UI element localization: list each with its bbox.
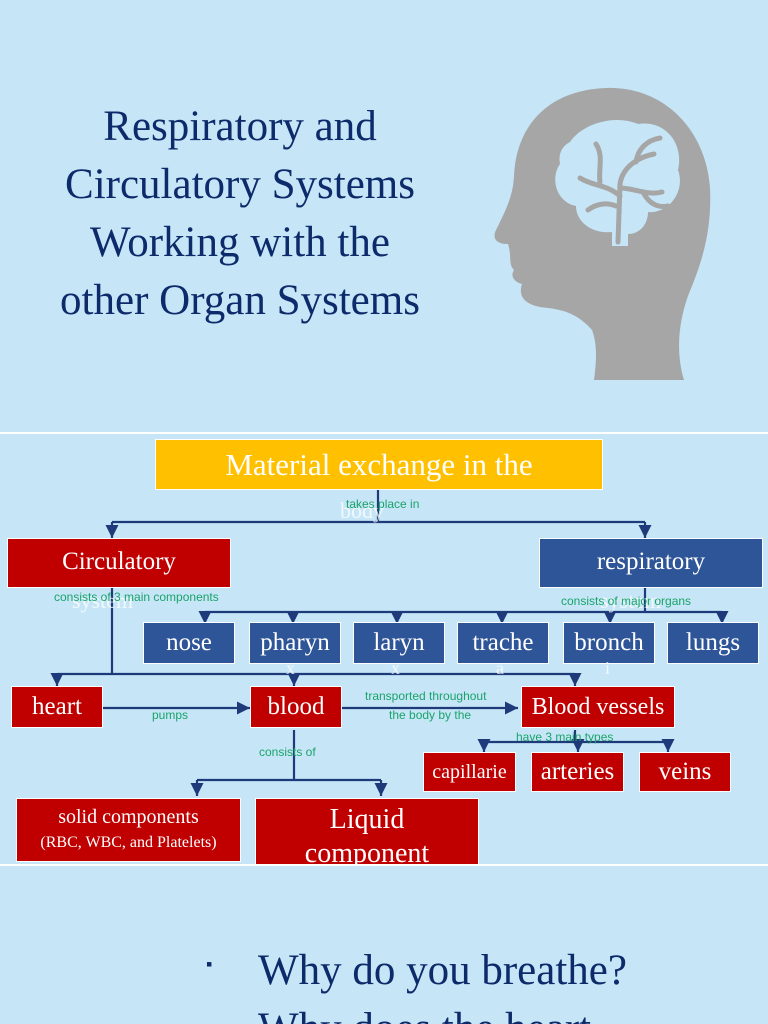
slide-separator [0,864,768,866]
liquid-component-box: Liquid component [255,798,479,864]
blood-vessels-box: Blood vessels [521,686,675,728]
slide-title: Respiratory and Circulatory Systems Work… [20,98,460,330]
organ-bronchi: bronch [563,622,655,664]
consists-of-label: consists of [259,745,316,759]
title-line-3: Working with the [90,219,390,266]
material-exchange-overflow: body [340,498,384,523]
connector-lines [50,490,729,796]
respiratory-system-box: respiratory [539,538,763,588]
takes-place-label: takes place in [346,497,420,511]
title-line-1: Respiratory and [103,103,377,150]
resp-organs-label: consists of major organs [561,594,692,608]
solid-line-2: (RBC, WBC, and Platelets) [40,834,217,851]
blood-box: blood [250,686,342,728]
circulatory-overflow: system [72,588,134,613]
pumps-label: pumps [152,708,189,722]
organ-larynx: laryn [353,622,445,664]
head-brain-icon [494,87,711,380]
question-slide: ▪ Why do you breathe? Why does the heart [0,866,768,1024]
transported-label-1: transported throughout [365,689,487,703]
organ-pharynx: pharyn [249,622,341,664]
title-slide: Respiratory and Circulatory Systems Work… [0,0,768,432]
concept-map-slide: Material exchange in the body takes plac… [0,434,768,864]
have-types-label: have 3 main types [516,730,614,744]
vessel-arteries: arteries [531,752,624,792]
slide-separator [0,432,768,434]
liquid-line-1: Liquid [329,804,405,835]
trachea-overflow: a [496,658,504,678]
transported-label-2: the body by the [389,708,472,722]
title-line-4: other Organ Systems [60,277,420,324]
organ-lungs: lungs [667,622,759,664]
title-line-2: Circulatory Systems [65,161,415,208]
larynx-overflow: x [391,658,400,678]
organ-trachea: trache [457,622,549,664]
material-exchange-box: Material exchange in the [155,439,603,490]
liquid-line-2: component [304,838,430,864]
question-1: Why do you breathe? [258,947,627,994]
vessel-veins: veins [639,752,731,792]
pharynx-overflow: x [286,658,295,678]
bullet-marker: ▪ [206,954,213,974]
bronchi-overflow: i [605,658,611,678]
vessel-capillaries: capillarie [423,752,516,792]
organ-nose: nose [143,622,235,664]
question-2: Why does the heart [258,1004,591,1024]
circ-components-label: consists of 3 main components [54,590,219,604]
solid-line-1: solid components [58,806,199,828]
respiratory-overflow: system [600,588,662,613]
heart-box: heart [11,686,103,728]
circulatory-system-box: Circulatory [7,538,231,588]
solid-components-box: solid components (RBC, WBC, and Platelet… [16,798,241,862]
